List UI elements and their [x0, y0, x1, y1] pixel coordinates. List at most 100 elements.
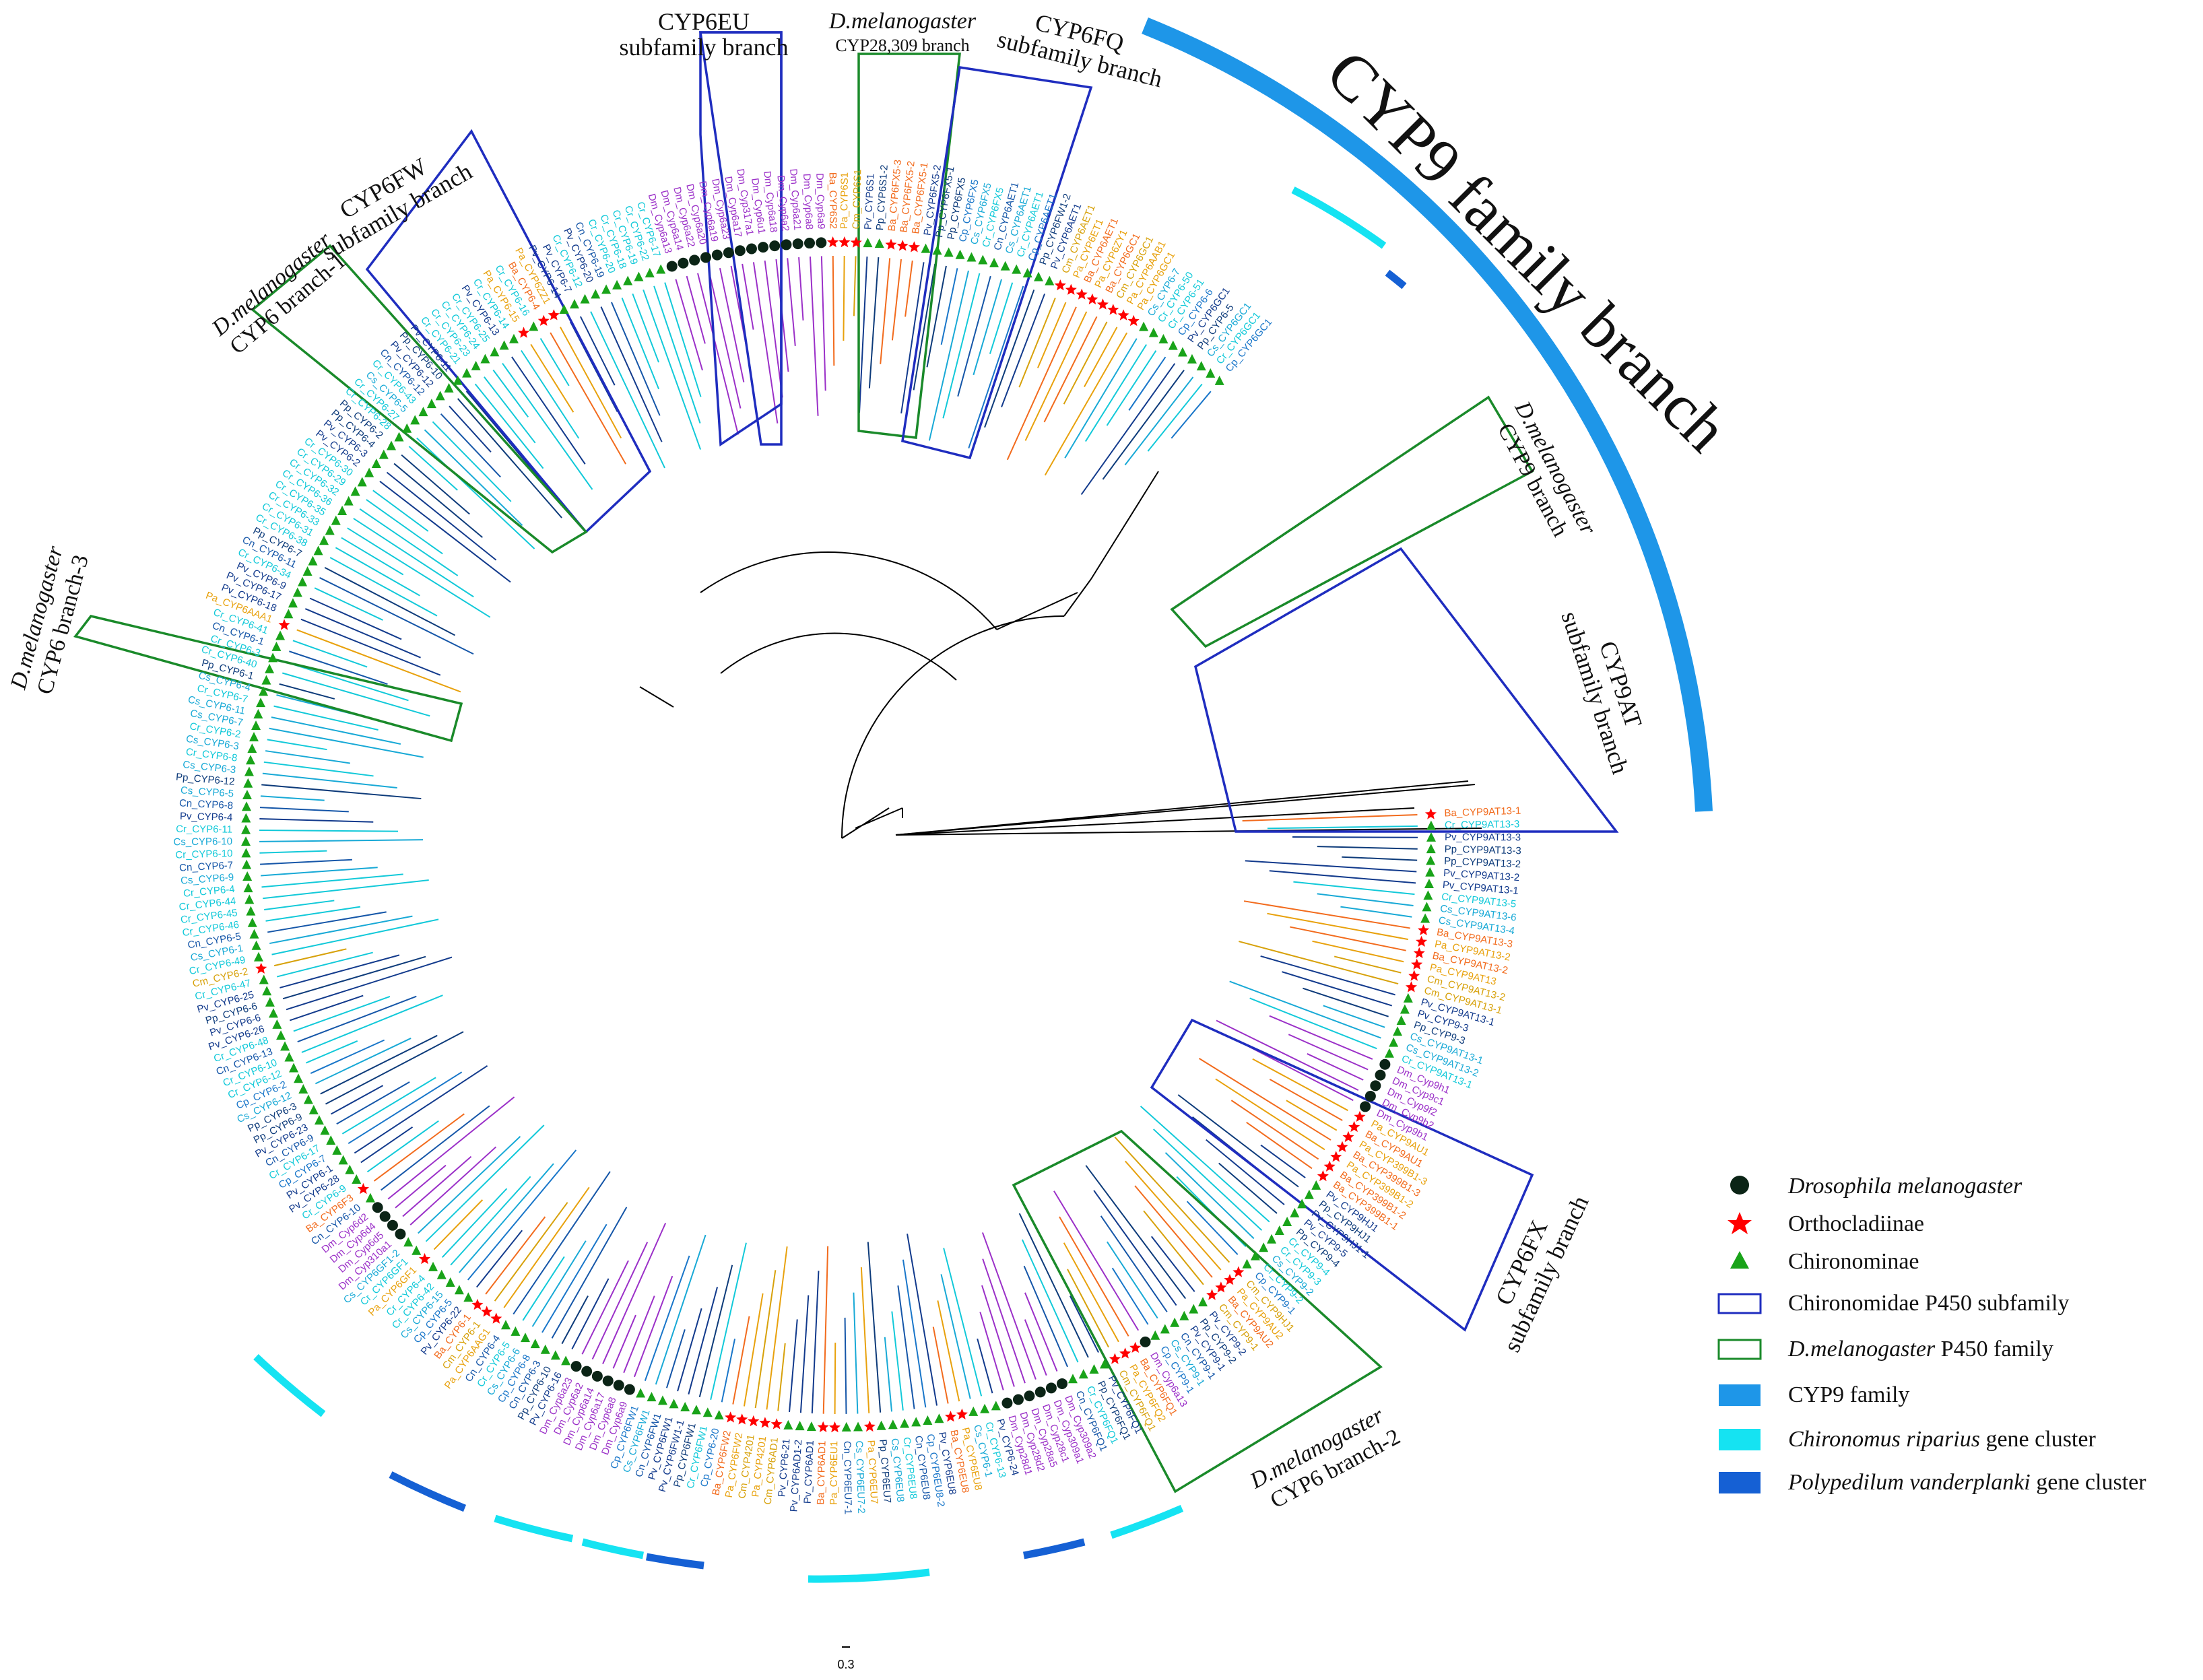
terminal-branch	[754, 1270, 777, 1409]
terminal-branch	[1107, 1241, 1158, 1319]
terminal-branch	[502, 362, 593, 490]
terminal-branch	[261, 867, 378, 877]
terminal-branch	[664, 282, 702, 397]
terminal-branch	[1260, 1144, 1306, 1178]
chironominae-marker	[1242, 1258, 1252, 1269]
terminal-branch	[259, 807, 349, 813]
drosophila-marker	[1364, 1090, 1376, 1102]
terminal-branch	[425, 1124, 545, 1242]
terminal-branch	[1102, 370, 1185, 480]
chironominae-marker	[1160, 1324, 1170, 1334]
clade-boxes	[73, 31, 1619, 1493]
chironominae-marker	[313, 545, 323, 556]
terminal-branch	[276, 951, 373, 978]
terminal-branch	[677, 1308, 702, 1392]
chironominae-marker	[1400, 1004, 1410, 1014]
orthocladiinae-marker	[1065, 283, 1077, 295]
svg-text:CYP6EU: CYP6EU	[658, 8, 750, 35]
chironominae-marker	[426, 399, 436, 409]
chironominae-marker	[490, 347, 500, 357]
terminal-branch	[530, 343, 574, 413]
orthocladiinae-marker	[1107, 304, 1119, 315]
chironominae-marker	[259, 974, 269, 984]
drosophila-marker	[395, 1228, 406, 1240]
chironominae-marker	[352, 1174, 362, 1184]
legend-item-cyp9-family: CYP9 family	[1719, 1382, 1909, 1407]
chironominae-marker	[1168, 340, 1178, 350]
terminal-branch	[1084, 344, 1148, 442]
terminal-branch	[981, 1285, 1015, 1387]
drosophila-marker	[1045, 1382, 1057, 1394]
terminal-branch	[968, 285, 1024, 448]
terminal-branch	[1067, 1269, 1109, 1348]
terminal-branch	[1080, 363, 1176, 495]
clade-label-cyp9at: CYP9AT subfamily branch	[1556, 608, 1647, 777]
terminal-branch	[1140, 1106, 1270, 1223]
terminal-branch	[1249, 997, 1377, 1050]
chironominae-marker	[332, 1145, 342, 1155]
chironominae-marker	[1396, 1015, 1406, 1025]
tip-label: Pv_CYP6AD1	[802, 1440, 816, 1504]
terminal-branch	[522, 1256, 565, 1321]
orthocladiinae-marker	[1354, 1110, 1366, 1122]
terminal-branch	[273, 705, 379, 731]
chironominae-marker	[1089, 1364, 1099, 1374]
tip-label: Cn_CYP6-8	[179, 797, 234, 811]
terminal-branch	[1282, 971, 1393, 1007]
terminal-branch	[1269, 1078, 1343, 1121]
terminal-branch	[450, 1176, 531, 1266]
chironominae-marker	[647, 1392, 657, 1402]
drosophila-marker	[602, 1375, 614, 1386]
chironominae-marker	[253, 951, 263, 962]
chironominae-marker	[1034, 271, 1044, 281]
terminal-branch	[579, 316, 616, 386]
chironominae-marker	[714, 1409, 724, 1419]
terminal-branch	[1303, 987, 1389, 1017]
terminal-branch	[310, 1039, 385, 1074]
chironominae-marker	[1139, 321, 1149, 331]
terminal-branch	[262, 772, 397, 788]
terminal-branch	[409, 1146, 497, 1225]
chironominae-marker	[1170, 1317, 1180, 1327]
tip-label: Cs_CYP6-10	[173, 836, 232, 848]
terminal-branch	[1024, 311, 1088, 441]
drosophila-marker	[1379, 1059, 1391, 1070]
chironominae-marker	[251, 720, 261, 731]
terminal-branch	[905, 260, 913, 317]
chironominae-marker	[308, 556, 318, 566]
legend: Drosophila melanogaster Orthocladiinae C…	[1717, 1174, 2146, 1495]
terminal-branch	[860, 1267, 870, 1413]
terminal-branch	[259, 829, 399, 832]
scale-bar: 0.3	[837, 1646, 855, 1671]
terminal-branch	[1063, 1242, 1119, 1343]
terminal-branch	[902, 1259, 927, 1408]
terminal-branch	[932, 1326, 949, 1404]
chironominae-marker	[1100, 1359, 1110, 1369]
chironominae-marker	[530, 1339, 540, 1349]
orthocladiinae-marker	[828, 1421, 841, 1433]
cyp6fw-box	[365, 129, 652, 534]
legend-item-chironomidae-subfamily: Chironomidae P450 subfamily	[1717, 1291, 2069, 1316]
terminal-branch	[853, 1292, 859, 1414]
drosophila-marker	[803, 238, 815, 249]
chironominae-marker	[247, 917, 257, 927]
chironominae-marker	[601, 284, 612, 294]
scale-bar-label: 0.3	[837, 1658, 854, 1671]
chironominae-marker	[288, 598, 298, 608]
terminal-branch	[820, 256, 826, 391]
chironominae-marker	[480, 354, 490, 364]
chironominae-marker	[1177, 347, 1187, 357]
drosophila-marker	[1012, 1394, 1024, 1405]
chironominae-marker	[1426, 844, 1436, 854]
chironominae-marker	[371, 459, 381, 469]
terminal-branch	[777, 1343, 786, 1411]
terminal-branch	[465, 391, 553, 494]
tip-label: Cs_CYP6-5	[180, 784, 234, 799]
chironominae-marker	[932, 245, 942, 255]
terminal-branch	[1044, 332, 1128, 476]
tip-label: Ba_CYP9AT13-1	[1444, 805, 1521, 819]
terminal-branch	[1267, 912, 1409, 941]
terminal-branch	[643, 289, 702, 450]
terminal-branch	[1239, 941, 1399, 985]
chironominae-marker	[1187, 354, 1197, 364]
